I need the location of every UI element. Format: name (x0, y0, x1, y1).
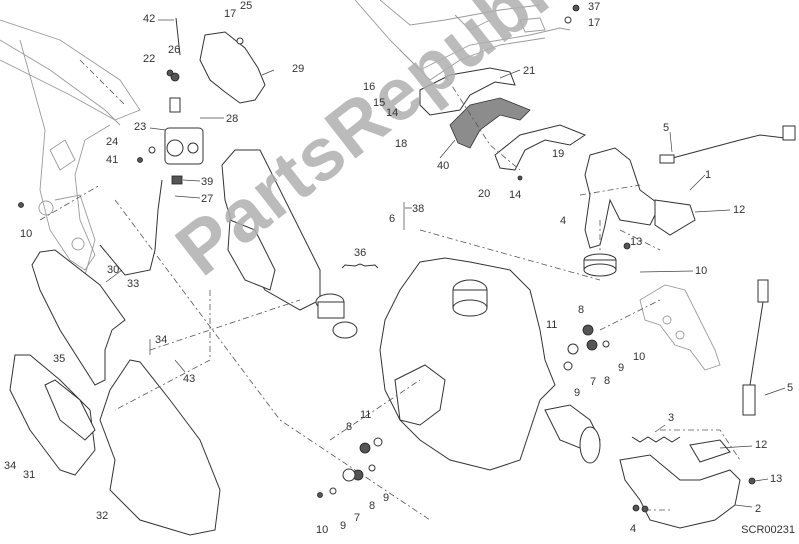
rear-frame-right (354, 0, 571, 81)
part-label-11: 11 (360, 409, 372, 421)
part-label-42: 42 (143, 13, 156, 25)
silencer-cover-inner (227, 219, 276, 291)
part-label-13: 13 (770, 473, 783, 485)
part-label-38: 38 (412, 203, 425, 215)
part-label-9: 9 (383, 492, 390, 504)
part-label-30: 30 (107, 264, 120, 276)
diagram-code: SCR00231 (741, 524, 795, 536)
part-label-2: 2 (755, 503, 762, 515)
clamp-36 (315, 263, 379, 339)
part-label-10: 10 (633, 351, 646, 363)
part-label-5: 5 (663, 122, 670, 134)
part-label-6: 6 (389, 213, 396, 225)
exhaust-valve-actuator (99, 97, 204, 276)
part-label-4: 4 (560, 215, 567, 227)
lambda-sensor-top (659, 125, 796, 164)
part-label-1: 1 (705, 169, 712, 181)
part-label-16: 16 (363, 81, 376, 93)
header-pipe-2 (619, 454, 741, 529)
part-label-7: 7 (354, 512, 361, 524)
gasket-12-front (654, 199, 696, 236)
silencer-outlet-pipe (452, 279, 488, 317)
part-label-36: 36 (354, 247, 367, 259)
part-label-33: 33 (127, 278, 140, 290)
assembly-lines (39, 59, 741, 521)
part-label-34: 34 (155, 334, 168, 346)
lambda-sensor-right (742, 279, 769, 416)
part-label-8: 8 (346, 421, 353, 433)
heat-shield-32 (99, 359, 221, 536)
bracket-31-plate (44, 379, 96, 441)
part-label-21: 21 (523, 65, 536, 77)
part-label-23: 23 (134, 121, 147, 133)
part-label-29: 29 (292, 63, 305, 75)
part-label-9: 9 (340, 520, 347, 532)
part-label-37: 37 (588, 1, 601, 13)
clamp-38 (583, 253, 617, 277)
header-pipe-1 (584, 147, 661, 249)
part-label-10: 10 (316, 524, 329, 536)
part-label-25: 25 (240, 0, 253, 12)
heat-shield-40 (449, 97, 531, 149)
part-label-7: 7 (590, 376, 597, 388)
heat-shield-20 (494, 124, 587, 171)
part-label-43: 43 (183, 373, 196, 385)
part-label-10: 10 (20, 228, 33, 240)
grommets (317, 242, 756, 513)
part-label-4: 4 (630, 523, 637, 535)
part-label-12: 12 (733, 204, 746, 216)
part-label-9: 9 (574, 387, 581, 399)
part-label-27: 27 (201, 193, 214, 205)
part-label-14: 14 (386, 107, 399, 119)
part-label-34: 34 (4, 460, 17, 472)
heat-shield-21 (419, 67, 516, 116)
part-label-26: 26 (168, 44, 181, 56)
part-label-32: 32 (96, 510, 109, 522)
heat-shield-29 (199, 31, 266, 104)
part-label-17: 17 (588, 17, 601, 29)
fasteners (18, 4, 580, 208)
part-label-35: 35 (53, 353, 66, 365)
part-label-24: 24 (106, 136, 119, 148)
part-label-5: 5 (787, 382, 794, 394)
part-label-20: 20 (478, 188, 491, 200)
leader-lines (105, 19, 786, 508)
part-label-41: 41 (106, 154, 119, 166)
spring-3 (631, 436, 681, 443)
part-label-22: 22 (143, 53, 156, 65)
heat-shield-30 (31, 249, 126, 386)
rear-frame-left (0, 19, 141, 276)
part-label-17: 17 (224, 8, 237, 20)
silencer-cover (221, 149, 321, 311)
part-label-11: 11 (546, 319, 558, 331)
part-label-19: 19 (552, 148, 565, 160)
part-label-13: 13 (630, 236, 643, 248)
part-label-28: 28 (226, 113, 239, 125)
part-label-14: 14 (509, 189, 522, 201)
part-label-40: 40 (437, 160, 450, 172)
heat-shield-31 (9, 354, 96, 476)
part-label-9: 9 (618, 362, 625, 374)
part-label-10: 10 (695, 265, 708, 277)
footpeg-bracket-right (639, 284, 721, 371)
part-label-8: 8 (604, 375, 611, 387)
part-label-39: 39 (201, 176, 214, 188)
part-label-3: 3 (668, 412, 675, 424)
part-label-31: 31 (23, 469, 36, 481)
part-label-18: 18 (395, 138, 408, 150)
part-label-8: 8 (369, 500, 376, 512)
part-label-8: 8 (578, 304, 585, 316)
silencer-tail (394, 364, 446, 426)
part-label-15: 15 (373, 97, 386, 109)
gasket-12-rear (689, 439, 731, 463)
part-label-12: 12 (755, 439, 768, 451)
